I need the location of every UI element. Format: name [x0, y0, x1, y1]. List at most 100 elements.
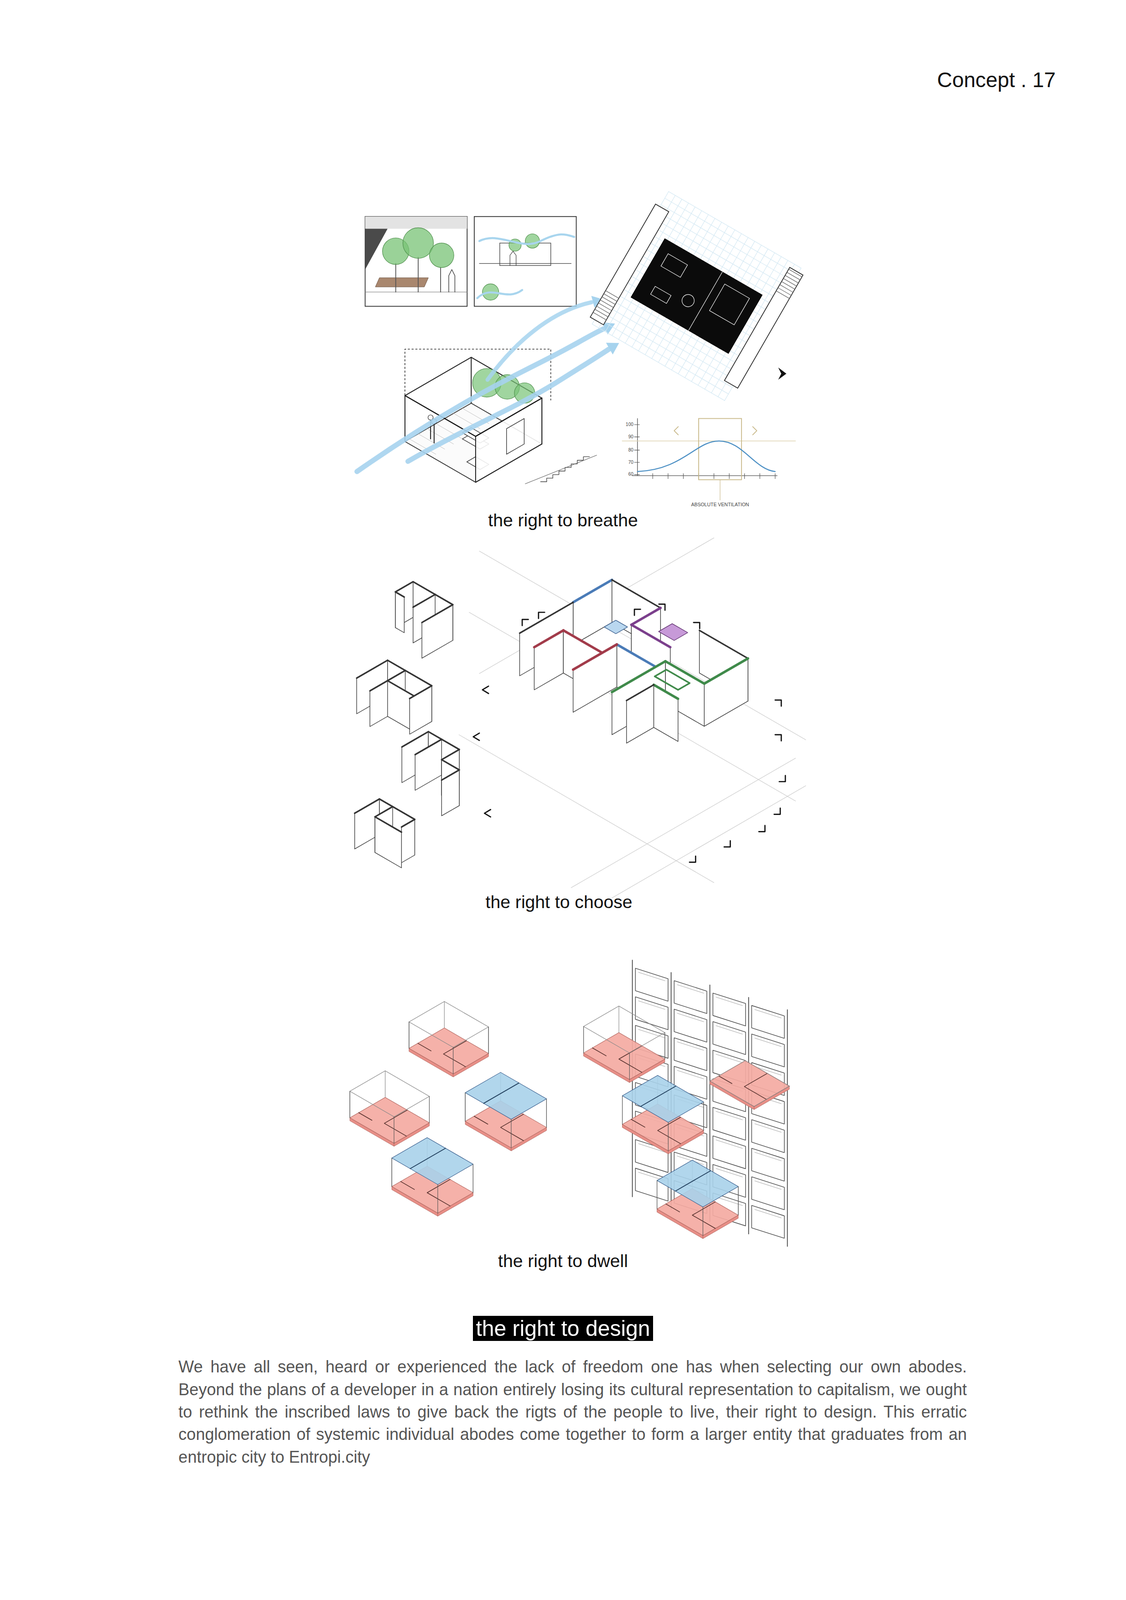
wall-top: [704, 658, 748, 684]
wall-face: [441, 769, 460, 816]
arrow-head: [606, 342, 620, 355]
frame-post: [437, 1184, 438, 1214]
wall-top: [573, 579, 613, 602]
frame-post: [668, 1122, 669, 1152]
highlight-cell: [654, 669, 691, 690]
air-flow-arrow: [487, 302, 592, 380]
comfort-range: [698, 418, 742, 480]
frame-cell: [751, 1033, 785, 1067]
frame-inner: [754, 1123, 782, 1133]
frame-cell: [751, 1176, 785, 1210]
wall-face: [415, 739, 442, 791]
frame-outline: [583, 1006, 665, 1054]
axis-tick: [759, 473, 761, 479]
wall-top: [519, 602, 573, 634]
frame-post: [583, 1026, 584, 1053]
highlight-cell: [658, 623, 688, 641]
frame-post: [408, 1021, 410, 1049]
north-arrow: [778, 367, 787, 380]
wall-top: [401, 731, 429, 748]
room-section: [499, 243, 551, 266]
sketch-frame: [474, 216, 577, 307]
stair-tread: [596, 306, 610, 314]
corner-mark: [484, 809, 491, 817]
threshold-line: [622, 440, 796, 442]
frame-post: [622, 1095, 623, 1125]
axis-tick: [634, 424, 640, 425]
plan-wall: [618, 1045, 642, 1073]
frame-post: [391, 1157, 393, 1187]
frame-post: [472, 1163, 474, 1193]
axis-value: 70: [612, 459, 634, 466]
corner-mark: [775, 734, 782, 741]
wall-top: [409, 685, 432, 699]
floor-plate: [710, 1060, 790, 1107]
floor-plate: [349, 1097, 430, 1144]
wall-face: [395, 591, 405, 633]
frame-post: [618, 1006, 619, 1033]
wall-top: [415, 739, 442, 755]
frame-cell: [751, 1005, 785, 1039]
frame-post: [788, 1085, 790, 1087]
axis-tick: [683, 473, 684, 479]
air-flow-arrow: [357, 328, 604, 472]
stair-tread: [594, 309, 608, 317]
wall-face: [409, 685, 432, 735]
floor-plate: [409, 1027, 489, 1075]
plan-wall: [675, 1170, 711, 1192]
frame-post: [656, 1180, 658, 1210]
illustration: [349, 188, 806, 1246]
tree-trunk: [440, 267, 442, 293]
frame-inner: [716, 1025, 743, 1035]
stair-tread: [605, 290, 619, 299]
wall-top: [401, 819, 415, 827]
wall-top: [631, 607, 661, 625]
corner-mark: [658, 604, 665, 611]
wall-top: [395, 591, 405, 597]
axis-value: 80: [612, 447, 634, 453]
floor-line: [479, 263, 571, 264]
furniture: [660, 253, 688, 278]
plan-wall: [483, 1082, 519, 1104]
stair-tread: [601, 296, 616, 305]
plan-wall: [665, 1203, 680, 1212]
wall-top: [356, 660, 388, 679]
corner-mark: [724, 840, 731, 847]
frame-inner: [754, 1151, 782, 1161]
corner-mark: [522, 619, 529, 626]
frame-inner: [638, 972, 665, 981]
sky-band: [365, 216, 468, 229]
plan-wall: [400, 1181, 415, 1189]
axis-tick: [634, 449, 640, 451]
frame-post: [452, 1047, 454, 1074]
frame-cell: [751, 1148, 785, 1182]
tree-crown: [402, 227, 434, 259]
axis-tick: [728, 473, 730, 479]
wall-top: [413, 594, 436, 608]
frame-post: [391, 1157, 393, 1187]
frame-inner: [638, 1000, 665, 1010]
frame-post: [472, 1163, 474, 1193]
guide-line: [469, 612, 796, 802]
corner-mark: [689, 856, 696, 862]
frame-inner: [754, 1209, 782, 1219]
guide-line: [458, 734, 714, 883]
frame-post: [546, 1098, 547, 1128]
stair-tread: [781, 281, 795, 290]
wall-top: [374, 806, 393, 817]
wall-top: [616, 644, 656, 667]
corner-mark: [473, 732, 480, 741]
frame-post: [429, 1096, 430, 1123]
wall-top: [441, 749, 460, 760]
wall-face: [653, 684, 678, 742]
frame-cell: [635, 1167, 669, 1201]
axis-tick: [634, 474, 640, 475]
axis-tick: [713, 473, 715, 479]
plan-wall: [443, 1040, 467, 1067]
corner-mark: [775, 700, 782, 706]
axis-value: 90: [612, 434, 634, 440]
axis-tick: [667, 473, 669, 479]
figure-caption: the right to breathe: [348, 509, 778, 532]
plan-wall: [744, 1073, 768, 1100]
